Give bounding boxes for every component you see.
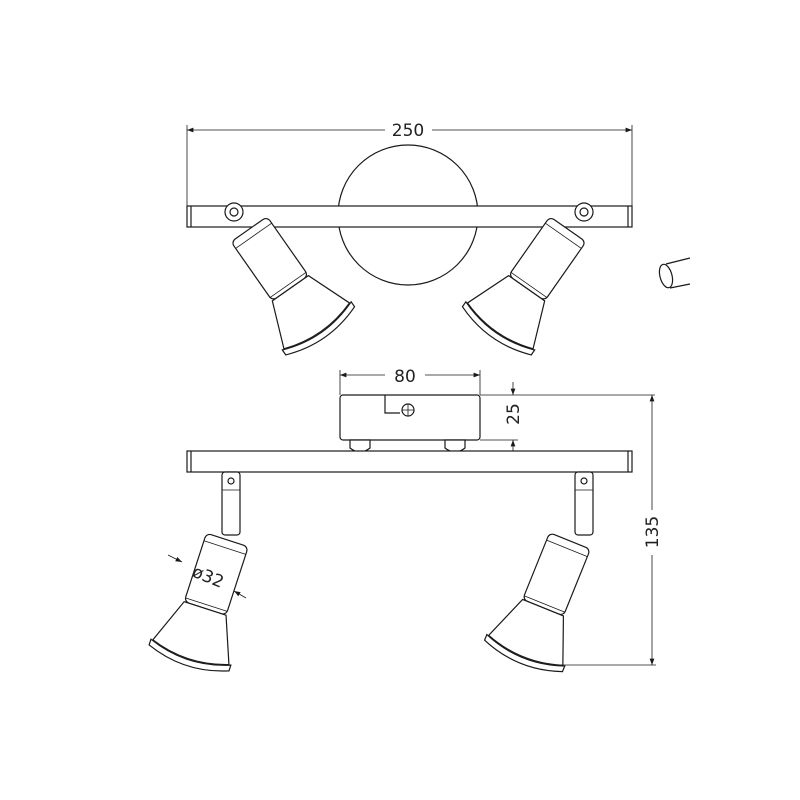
spot-side-left <box>146 471 268 680</box>
bar-top <box>186 205 633 228</box>
spot-side-right <box>480 471 610 680</box>
canopy-box <box>339 394 481 453</box>
bar-side <box>186 450 633 473</box>
dimension-label-total-height: 135 <box>643 516 663 548</box>
dimension-135 <box>560 395 656 666</box>
spot-top-left <box>214 202 360 363</box>
side-view: 80 25 <box>146 367 663 680</box>
dimension-label-box-width: 80 <box>394 367 416 387</box>
top-view: 250 <box>186 121 691 363</box>
dimension-25 <box>480 382 655 453</box>
dimension-label-width: 250 <box>392 121 424 141</box>
dimension-250 <box>186 125 633 206</box>
dimension-80 <box>339 370 481 395</box>
dimension-32 <box>167 554 247 599</box>
bar-end-detail <box>658 257 691 289</box>
spot-top-right <box>457 202 603 363</box>
dimension-label-box-height: 25 <box>504 403 524 425</box>
